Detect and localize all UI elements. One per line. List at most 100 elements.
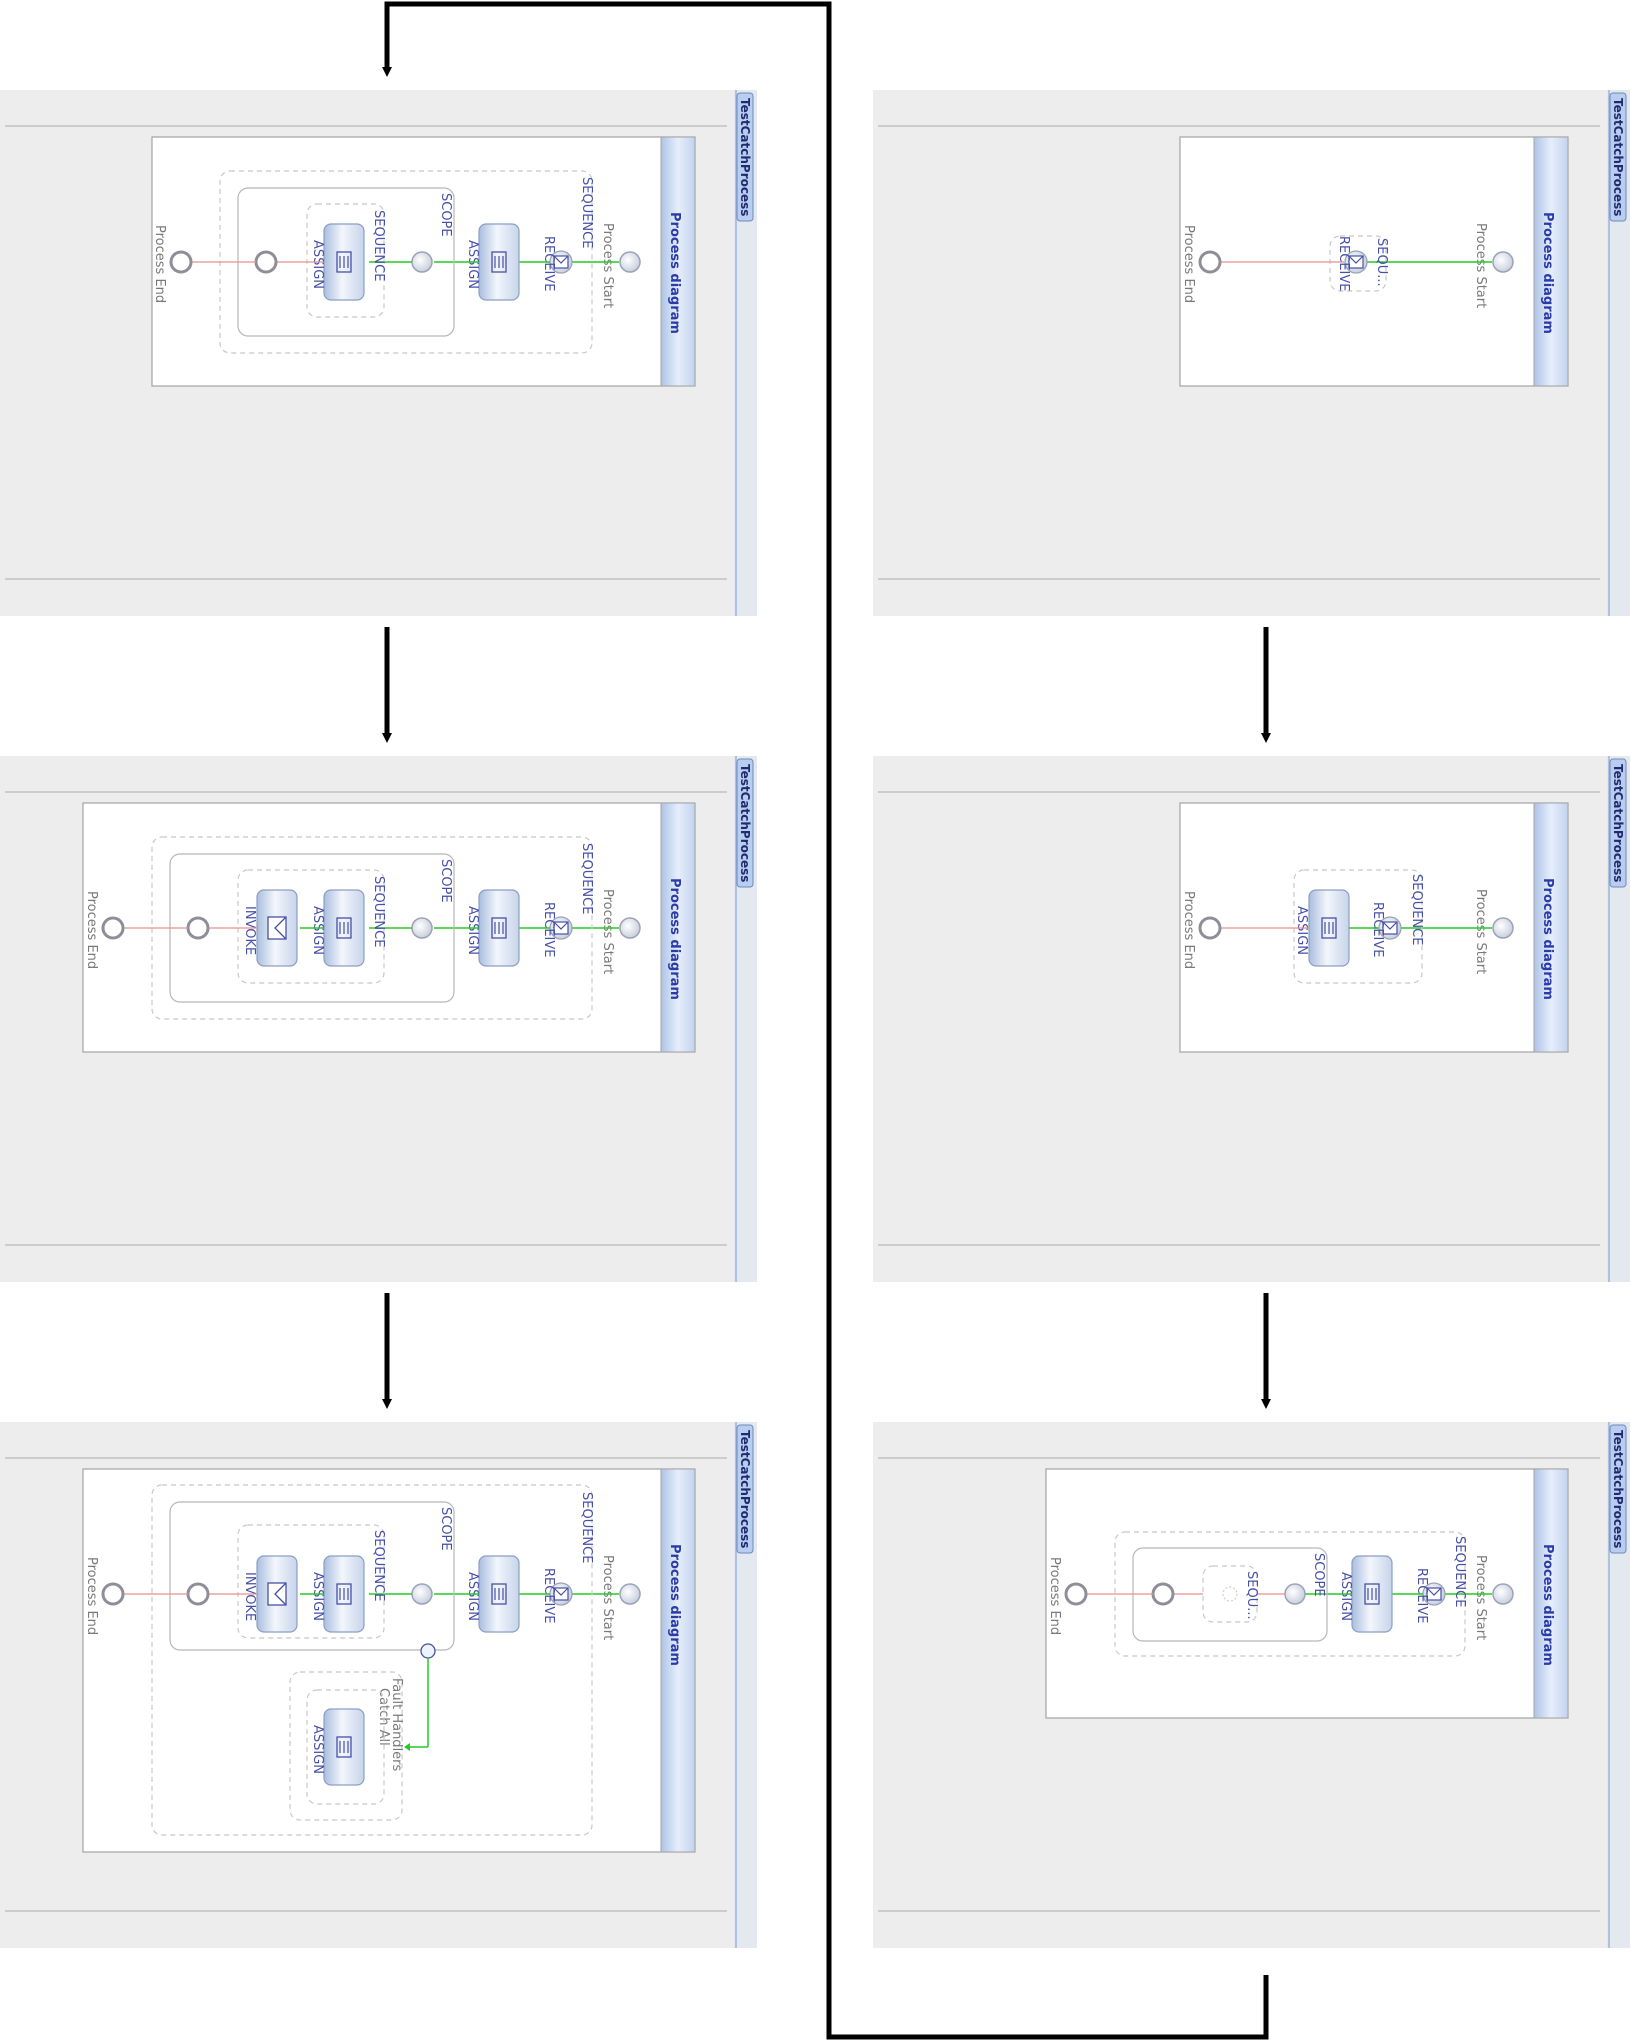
process-start-event[interactable] — [1492, 1583, 1514, 1605]
process-start-event[interactable] — [1492, 251, 1514, 273]
scope-container — [169, 1501, 455, 1651]
process-end-event[interactable] — [1198, 250, 1222, 274]
scope-start-event[interactable] — [411, 917, 433, 939]
diagram-title: Process diagram — [1540, 212, 1555, 334]
assign-icon — [336, 1583, 352, 1605]
assign-activity[interactable] — [1308, 889, 1350, 967]
diagram-title: Process diagram — [667, 1544, 682, 1666]
process-start-event[interactable] — [1492, 917, 1514, 939]
process-end-label: Process End — [1047, 1557, 1062, 1635]
diagram-title: Process diagram — [1540, 1544, 1555, 1666]
assign-icon — [491, 251, 507, 273]
envelope-flap — [553, 1587, 569, 1596]
envelope-flap — [553, 921, 569, 930]
receive-activity[interactable] — [549, 1582, 573, 1606]
receive-activity[interactable] — [1422, 1582, 1446, 1606]
sequence-inner-label: SEQUENCE — [371, 1530, 386, 1601]
invoke-activity[interactable] — [256, 1555, 298, 1633]
receive-activity[interactable] — [549, 250, 573, 274]
sequence-container — [151, 1484, 593, 1836]
process-end-label: Process End — [1181, 225, 1196, 303]
tab-title: TestCatchProcess — [738, 764, 752, 882]
invoke-activity[interactable] — [256, 889, 298, 967]
empty-placeholder[interactable] — [1222, 1586, 1238, 1602]
tab-testcatchprocess[interactable] — [1609, 92, 1627, 222]
fault-handlers-label: Fault Handlers — [389, 1678, 404, 1772]
sequence-inner-label: SEQU... — [1244, 1571, 1259, 1620]
process-start-event[interactable] — [619, 251, 641, 273]
assign-activity[interactable] — [478, 889, 520, 967]
tab-testcatchprocess[interactable] — [736, 758, 754, 888]
envelope-flap — [274, 916, 287, 940]
fault-handler-icon[interactable] — [420, 1643, 436, 1659]
assign-label: ASSIGN — [310, 1725, 325, 1774]
sequence-label: SEQUENCE — [579, 177, 594, 248]
tab-testcatchprocess[interactable] — [736, 92, 754, 222]
scope-start-event[interactable] — [411, 251, 433, 273]
process-end-event[interactable] — [101, 916, 125, 940]
receive-label: RECEIVE — [541, 902, 556, 957]
arrow-step3-to-step4 — [382, 1, 1269, 2040]
diagram-canvas — [82, 1468, 696, 1853]
sequence-container — [1293, 869, 1423, 984]
assign-icon — [336, 1736, 352, 1758]
fault-handlers-container — [289, 1671, 403, 1821]
process-end-event[interactable] — [1151, 1582, 1175, 1606]
tab-title: TestCatchProcess — [738, 98, 752, 216]
catch-all-container — [306, 1689, 385, 1805]
receive-activity[interactable] — [1344, 250, 1368, 274]
process-start-event[interactable] — [619, 917, 641, 939]
process-end-event[interactable] — [101, 1582, 125, 1606]
process-end-label: Process End — [84, 1557, 99, 1635]
sequence-inner-container — [306, 203, 385, 318]
diagram-header — [660, 136, 696, 387]
process-end-event[interactable] — [1198, 916, 1222, 940]
sequence-inner-label: SEQUENCE — [371, 876, 386, 947]
assign-activity[interactable] — [1351, 1555, 1393, 1633]
scope-label: SCOPE — [438, 1507, 453, 1551]
process-start-label: Process Start — [600, 889, 615, 974]
process-end-event[interactable] — [186, 1582, 210, 1606]
scope-label: SCOPE — [1311, 1553, 1326, 1597]
process-start-label: Process Start — [600, 223, 615, 308]
receive-label: RECEIVE — [1336, 236, 1351, 291]
receive-activity[interactable] — [1378, 916, 1402, 940]
envelope-icon — [267, 1582, 287, 1606]
tab-strip — [734, 1422, 757, 1948]
sequence-inner-container — [237, 1524, 385, 1639]
process-start-label: Process Start — [1473, 889, 1488, 974]
tab-strip — [734, 90, 757, 616]
process-end-event[interactable] — [169, 250, 193, 274]
envelope-flap — [1426, 1587, 1442, 1596]
assign-activity[interactable] — [323, 889, 365, 967]
assign-activity[interactable] — [323, 1708, 365, 1786]
process-start-label: Process Start — [1473, 223, 1488, 308]
tab-strip — [1607, 90, 1630, 616]
assign-label: ASSIGN — [1294, 906, 1309, 955]
tab-title: TestCatchProcess — [1611, 764, 1625, 882]
tab-title: TestCatchProcess — [738, 1430, 752, 1548]
sequence-label: SEQUENCE — [1452, 1536, 1467, 1607]
tab-testcatchprocess[interactable] — [1609, 1424, 1627, 1554]
assign-activity[interactable] — [478, 1555, 520, 1633]
assign-activity[interactable] — [323, 1555, 365, 1633]
process-end-event[interactable] — [254, 250, 278, 274]
tab-strip — [1607, 756, 1630, 1282]
envelope-flap — [1382, 921, 1398, 930]
process-end-event[interactable] — [1064, 1582, 1088, 1606]
process-start-label: Process Start — [1473, 1555, 1488, 1640]
tab-title: TestCatchProcess — [1611, 98, 1625, 216]
tab-testcatchprocess[interactable] — [736, 1424, 754, 1554]
assign-activity[interactable] — [478, 223, 520, 301]
assign-label: ASSIGN — [465, 240, 480, 289]
process-start-event[interactable] — [619, 1583, 641, 1605]
scope-start-event[interactable] — [1284, 1583, 1306, 1605]
scope-start-event[interactable] — [411, 1583, 433, 1605]
process-end-event[interactable] — [186, 916, 210, 940]
assign-activity[interactable] — [323, 223, 365, 301]
tab-testcatchprocess[interactable] — [1609, 758, 1627, 888]
